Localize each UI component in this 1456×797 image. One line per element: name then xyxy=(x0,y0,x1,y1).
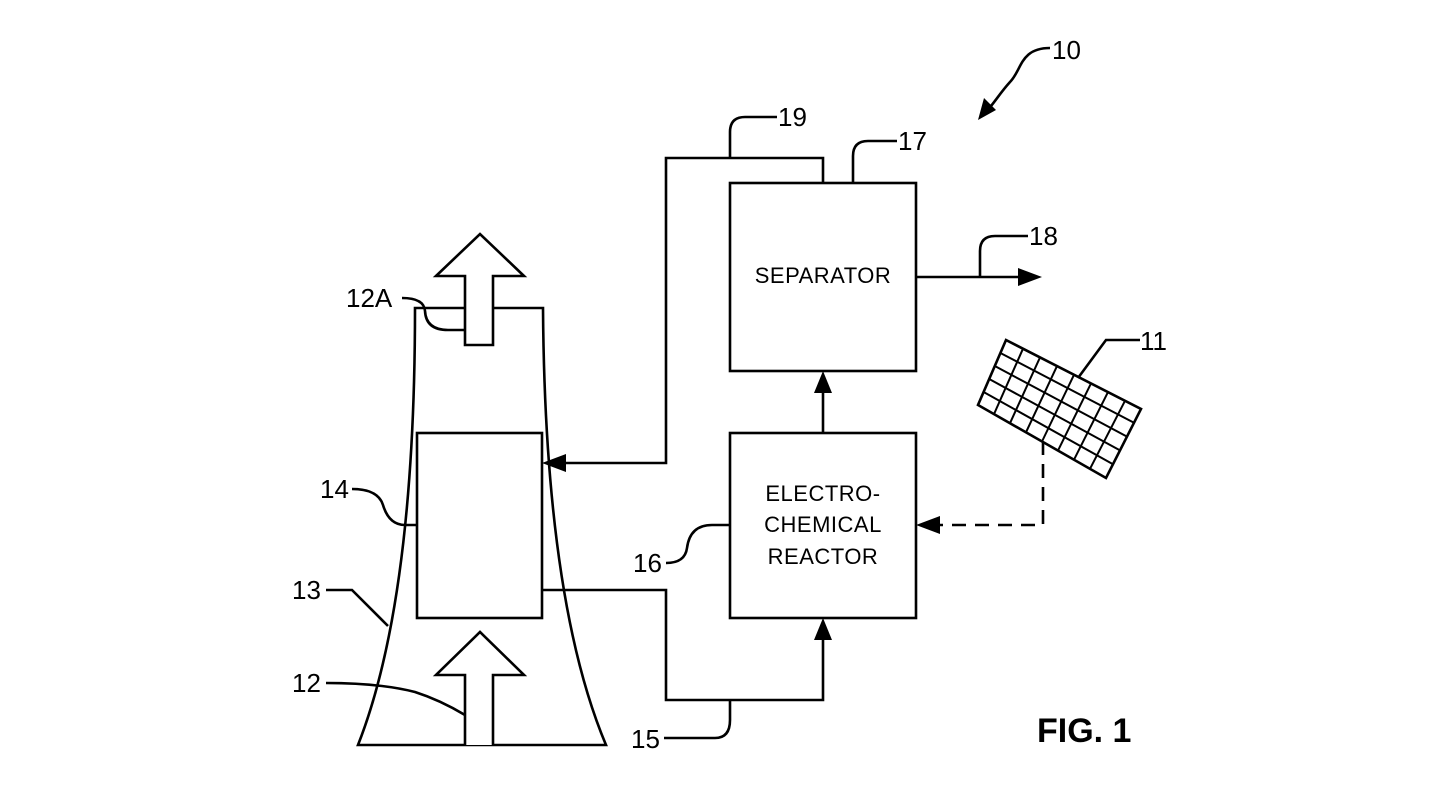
leader-13 xyxy=(326,588,389,627)
ref-13: 13 xyxy=(292,575,321,605)
figure-label: FIG. 1 xyxy=(1037,712,1131,750)
recycle-arrowhead xyxy=(542,454,566,472)
leader-15 xyxy=(664,700,732,740)
leader-12 xyxy=(325,681,466,717)
reactor-label-line-2: CHEMICAL xyxy=(764,512,882,537)
separator-label: SEPARATOR xyxy=(755,263,892,288)
ref-15: 15 xyxy=(631,724,660,754)
reactor-to-separator-arrowhead xyxy=(814,371,832,393)
reactor-label-line-1: ELECTRO- xyxy=(765,481,880,506)
ref-18: 18 xyxy=(1029,221,1058,251)
leader-19 xyxy=(728,115,777,158)
leader-17 xyxy=(851,139,897,183)
feed-line xyxy=(542,588,825,702)
solar-panel-icon xyxy=(976,338,1143,480)
ref-12A: 12A xyxy=(346,283,393,313)
ref-14: 14 xyxy=(320,474,349,504)
leader-16 xyxy=(665,523,730,565)
ref-11: 11 xyxy=(1140,326,1167,356)
ref-12: 12 xyxy=(292,668,321,698)
ref-16: 16 xyxy=(633,548,662,578)
ref-17: 17 xyxy=(898,126,927,156)
power-line-dashed xyxy=(940,441,1045,527)
ref-19: 19 xyxy=(778,102,807,132)
power-arrowhead xyxy=(916,516,940,534)
recycle-line xyxy=(562,156,825,465)
leader-10-arrowhead xyxy=(978,98,996,120)
leader-14 xyxy=(351,487,417,527)
capture-unit-box xyxy=(415,431,544,620)
air-in-arrow xyxy=(432,630,528,745)
leader-10 xyxy=(985,46,1051,113)
reactor-label-line-3: REACTOR xyxy=(768,544,879,569)
feed-arrowhead xyxy=(814,618,832,640)
leader-11 xyxy=(1076,338,1140,379)
product-out-arrowhead xyxy=(1018,268,1042,286)
reactor-box xyxy=(728,431,918,620)
leader-18 xyxy=(978,234,1028,277)
air-out-arrow xyxy=(432,232,528,347)
leader-12A xyxy=(401,296,465,332)
ref-10: 10 xyxy=(1052,35,1081,65)
